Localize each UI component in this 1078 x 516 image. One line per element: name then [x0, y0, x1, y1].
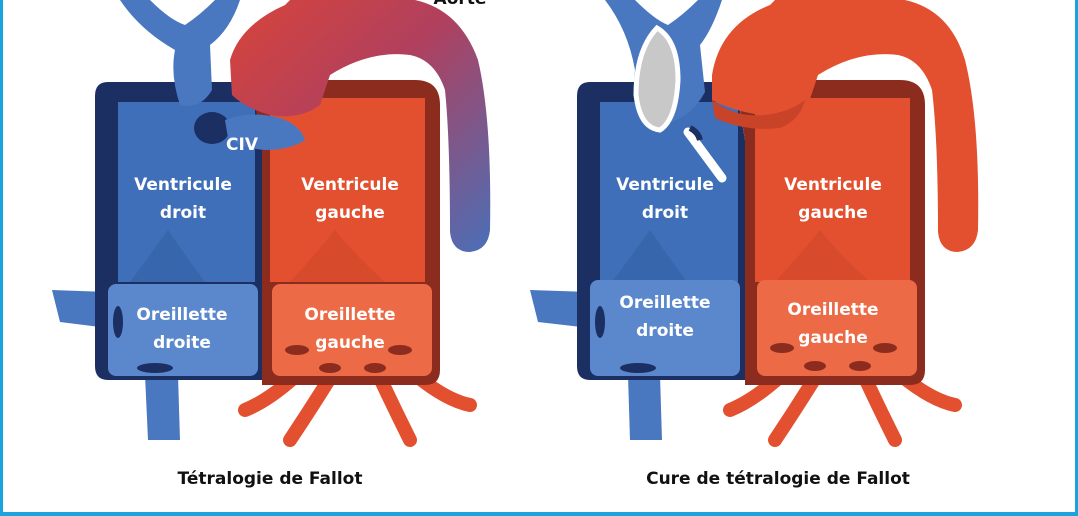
ra-vein-opening: [113, 306, 123, 338]
lv-label-line1: Ventricule: [301, 175, 399, 195]
rv-r-label-line2: droit: [642, 203, 688, 223]
lv-r-label-line2: gauche: [798, 203, 867, 223]
la-opening-2: [388, 345, 412, 355]
vsd-patch: [683, 127, 727, 183]
ra-label-line2: droite: [153, 333, 211, 353]
heart-repair: Ventricule droit Ventricule gauche Oreil…: [530, 0, 979, 489]
left-ventricle: [270, 98, 425, 282]
la-label-line2: gauche: [315, 333, 384, 353]
aorta-label: Aorte: [434, 0, 487, 9]
ra-bottom-opening: [137, 363, 173, 373]
caption-right: Cure de tétralogie de Fallot: [646, 469, 910, 489]
vsd-hole: [194, 112, 230, 144]
pulmonary-artery: [120, 0, 240, 106]
rv-r-label-line1: Ventricule: [616, 175, 714, 195]
right-ventricle: [118, 102, 255, 282]
heart-fallot: Aorte CIV Ventricule droit Ventricule ga…: [52, 0, 491, 489]
ra-label-line1: Oreillette: [136, 305, 227, 325]
la-opening-4-r: [849, 361, 871, 371]
la-r-label-line2: gauche: [798, 328, 867, 348]
aorta-r: [712, 0, 979, 252]
la-r-label-line1: Oreillette: [787, 300, 878, 320]
left-ventricle-r: [755, 98, 910, 282]
civ-label: CIV: [226, 135, 259, 155]
lv-papillary-r: [775, 230, 870, 282]
rv-label-line1: Ventricule: [134, 175, 232, 195]
lv-papillary: [290, 230, 385, 282]
ra-r-label-line1: Oreillette: [619, 293, 710, 313]
la-opening-2-r: [873, 343, 897, 353]
ra-bottom-opening-r: [620, 363, 656, 373]
la-opening-1-r: [770, 343, 794, 353]
vein-left-inlet-r: [530, 290, 590, 328]
lv-r-label-line1: Ventricule: [784, 175, 882, 195]
la-label-line1: Oreillette: [304, 305, 395, 325]
left-atrium-r: [757, 280, 917, 376]
left-atrium: [272, 284, 432, 376]
aortic-root-blue: [225, 114, 305, 150]
vsd-patch-dark: [688, 125, 703, 141]
outflow-patch: [633, 24, 681, 133]
right-atrium: [108, 284, 258, 376]
rv-label-line2: droit: [160, 203, 206, 223]
la-opening-3-r: [804, 361, 826, 371]
lv-label-line2: gauche: [315, 203, 384, 223]
ra-r-label-line2: droite: [636, 321, 694, 341]
caption-left: Tétralogie de Fallot: [178, 469, 363, 489]
inferior-vena-cava-r: [628, 375, 662, 440]
rv-papillary: [130, 230, 205, 282]
inferior-vena-cava: [145, 375, 180, 440]
rv-papillary-r: [612, 230, 687, 282]
la-opening-1: [285, 345, 309, 355]
la-opening-4: [364, 363, 386, 373]
aorta: [230, 0, 491, 252]
right-atrium-r: [590, 280, 740, 376]
aortic-root-r: [712, 100, 805, 129]
ra-vein-opening-r: [595, 306, 605, 338]
vein-left-inlet: [52, 290, 108, 328]
la-opening-3: [319, 363, 341, 373]
